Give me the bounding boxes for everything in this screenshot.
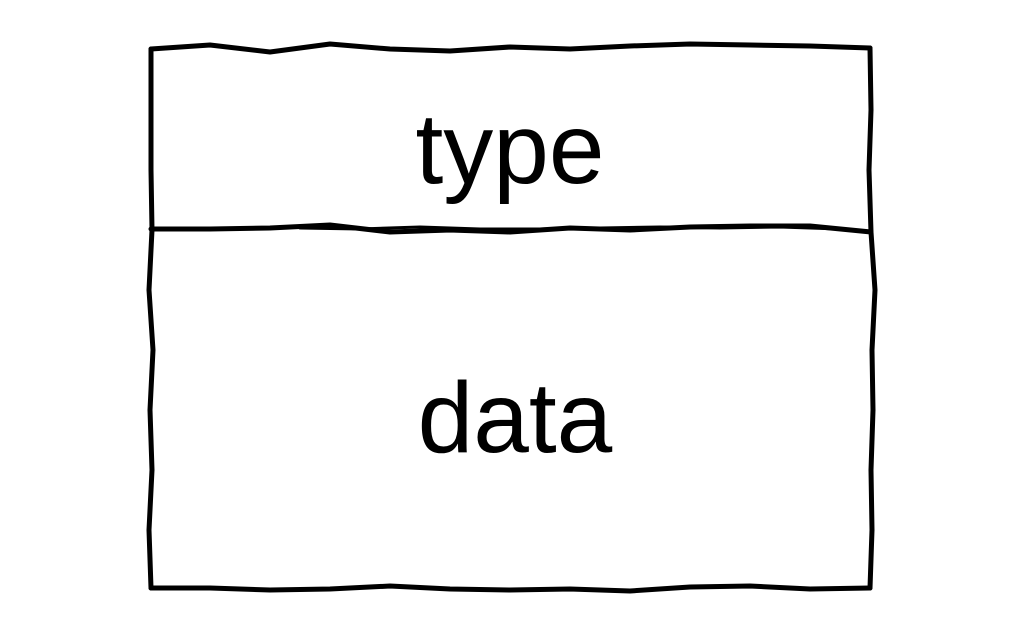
cell-divider-overstroke: [298, 225, 842, 231]
data-cell-label: data: [418, 362, 613, 474]
box-top-border: [148, 41, 873, 55]
box-left-border: [146, 46, 156, 591]
record-box: [146, 41, 878, 594]
type-cell-label: type: [415, 93, 604, 205]
box-bottom-border: [148, 583, 873, 594]
box-right-border: [866, 45, 878, 591]
